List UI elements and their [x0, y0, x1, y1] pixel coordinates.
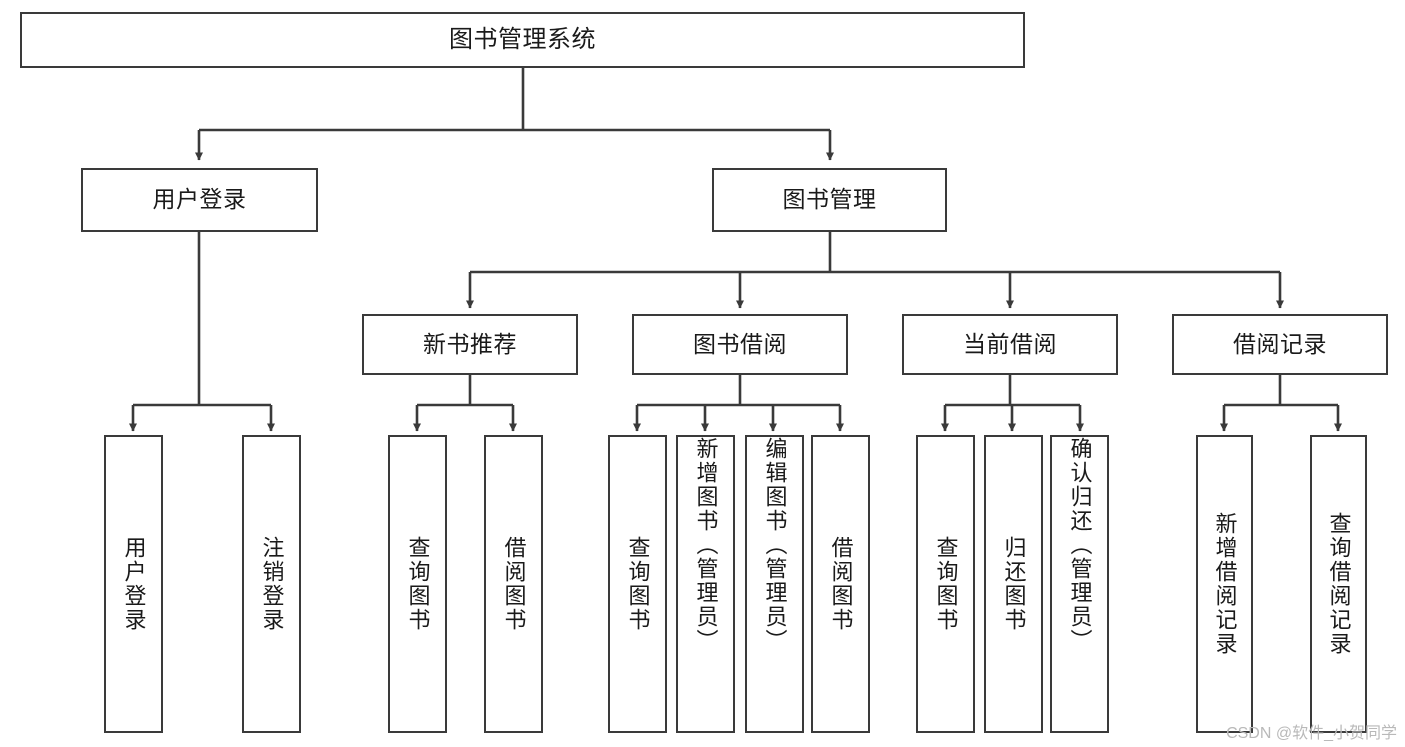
node-label: 查询图书	[405, 536, 431, 632]
leaf-recommend-borrow-book[interactable]: 借阅图书	[484, 435, 543, 733]
node-book-borrow[interactable]: 图书借阅	[632, 314, 848, 375]
watermark-text: CSDN @软件_小贺同学	[1226, 725, 1397, 742]
node-label: 用户登录	[152, 186, 247, 213]
leaf-borrow-edit-book-admin[interactable]: 编辑图书（管理员）	[745, 435, 804, 733]
leaf-user-login-login[interactable]: 用户登录	[104, 435, 163, 733]
node-label: 新书推荐	[423, 330, 517, 357]
node-label: 注销登录	[259, 536, 285, 632]
leaf-record-add-record[interactable]: 新增借阅记录	[1196, 435, 1253, 733]
node-label: 查询图书	[625, 536, 651, 632]
node-current-borrow[interactable]: 当前借阅	[902, 314, 1118, 375]
node-label: 归还图书	[1001, 536, 1027, 632]
leaf-borrow-query-book[interactable]: 查询图书	[608, 435, 667, 733]
leaf-recommend-query-book[interactable]: 查询图书	[388, 435, 447, 733]
leaf-user-login-logout[interactable]: 注销登录	[242, 435, 301, 733]
node-label: 新增借阅记录	[1212, 512, 1238, 656]
node-label: 查询图书	[933, 536, 959, 632]
node-label: 用户登录	[121, 536, 147, 632]
leaf-borrow-add-book-admin[interactable]: 新增图书（管理员）	[676, 435, 735, 733]
node-label: 图书借阅	[693, 330, 787, 357]
node-new-book-recommend[interactable]: 新书推荐	[362, 314, 578, 375]
node-label: 新增图书（管理员）	[693, 437, 719, 653]
node-root-system[interactable]: 图书管理系统	[20, 12, 1025, 68]
node-label: 借阅图书	[501, 536, 527, 632]
leaf-borrow-borrow-book[interactable]: 借阅图书	[811, 435, 870, 733]
leaf-record-query-record[interactable]: 查询借阅记录	[1310, 435, 1367, 733]
leaf-current-return-book[interactable]: 归还图书	[984, 435, 1043, 733]
leaf-current-query-book[interactable]: 查询图书	[916, 435, 975, 733]
node-label: 确认归还（管理员）	[1067, 437, 1093, 653]
node-borrow-record[interactable]: 借阅记录	[1172, 314, 1388, 375]
node-label: 当前借阅	[963, 330, 1057, 357]
node-label: 借阅图书	[828, 536, 854, 632]
node-label: 图书管理系统	[449, 25, 596, 53]
node-book-management[interactable]: 图书管理	[712, 168, 947, 232]
node-user-login[interactable]: 用户登录	[81, 168, 318, 232]
leaf-current-confirm-return-admin[interactable]: 确认归还（管理员）	[1050, 435, 1109, 733]
node-label: 查询借阅记录	[1326, 512, 1352, 656]
node-label: 图书管理	[782, 186, 877, 213]
node-label: 借阅记录	[1233, 330, 1327, 357]
node-label: 编辑图书（管理员）	[762, 437, 788, 653]
